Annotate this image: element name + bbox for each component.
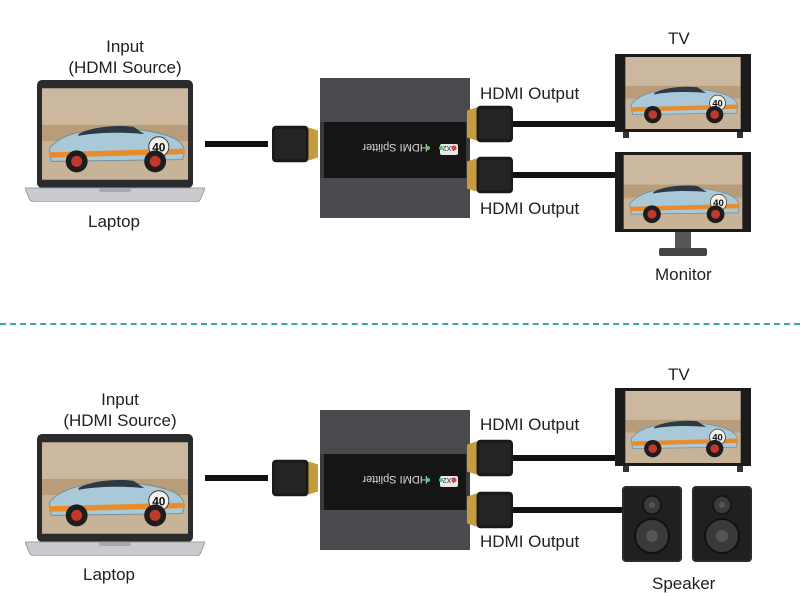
tv-icon	[615, 54, 751, 138]
tv-label: TV	[668, 29, 690, 48]
speaker-left-icon	[622, 486, 682, 562]
bottom-scene	[25, 388, 752, 562]
input-label-line2: (HDMI Source)	[63, 411, 177, 430]
power-led	[451, 477, 457, 483]
tv-label: TV	[668, 365, 690, 384]
splitter-badge: 1X2	[443, 476, 456, 483]
monitor-label: Monitor	[655, 265, 712, 284]
input-plug-icon	[272, 125, 318, 163]
input-label-line1: Input	[101, 390, 139, 409]
output2-label: HDMI Output	[480, 532, 580, 551]
input-label: Input (HDMI Source)	[55, 389, 185, 431]
output1-label: HDMI Output	[480, 84, 580, 103]
laptop-icon	[25, 434, 205, 556]
input-plug-icon	[272, 459, 318, 497]
tv-icon	[615, 388, 751, 472]
output1-plug-icon	[467, 105, 513, 143]
top-scene	[25, 54, 751, 256]
splitter-text: HDMI Splitter	[362, 141, 428, 153]
laptop-label: Laptop	[83, 565, 135, 584]
output2-plug-icon	[467, 491, 513, 529]
status-led	[426, 146, 430, 150]
laptop-icon	[25, 80, 205, 202]
output2-plug-icon	[467, 156, 513, 194]
power-led	[451, 145, 457, 151]
status-led	[426, 478, 430, 482]
speaker-label: Speaker	[652, 574, 716, 593]
output1-plug-icon	[467, 439, 513, 477]
input-label-line2: (HDMI Source)	[68, 58, 182, 77]
bottom-splitter-label: HDMI Splitter 1X2	[362, 473, 458, 487]
laptop-label: Laptop	[88, 212, 140, 231]
section-divider	[0, 323, 800, 325]
output1-label: HDMI Output	[480, 415, 580, 434]
input-label-line1: Input	[106, 37, 144, 56]
splitter-badge: 1X2	[443, 144, 456, 151]
output2-label: HDMI Output	[480, 199, 580, 218]
status-led	[439, 146, 443, 150]
input-label: Input (HDMI Source)	[60, 36, 190, 78]
speaker-right-icon	[692, 486, 752, 562]
splitter-text: HDMI Splitter	[362, 473, 428, 485]
monitor-icon	[615, 152, 751, 256]
status-led	[439, 478, 443, 482]
